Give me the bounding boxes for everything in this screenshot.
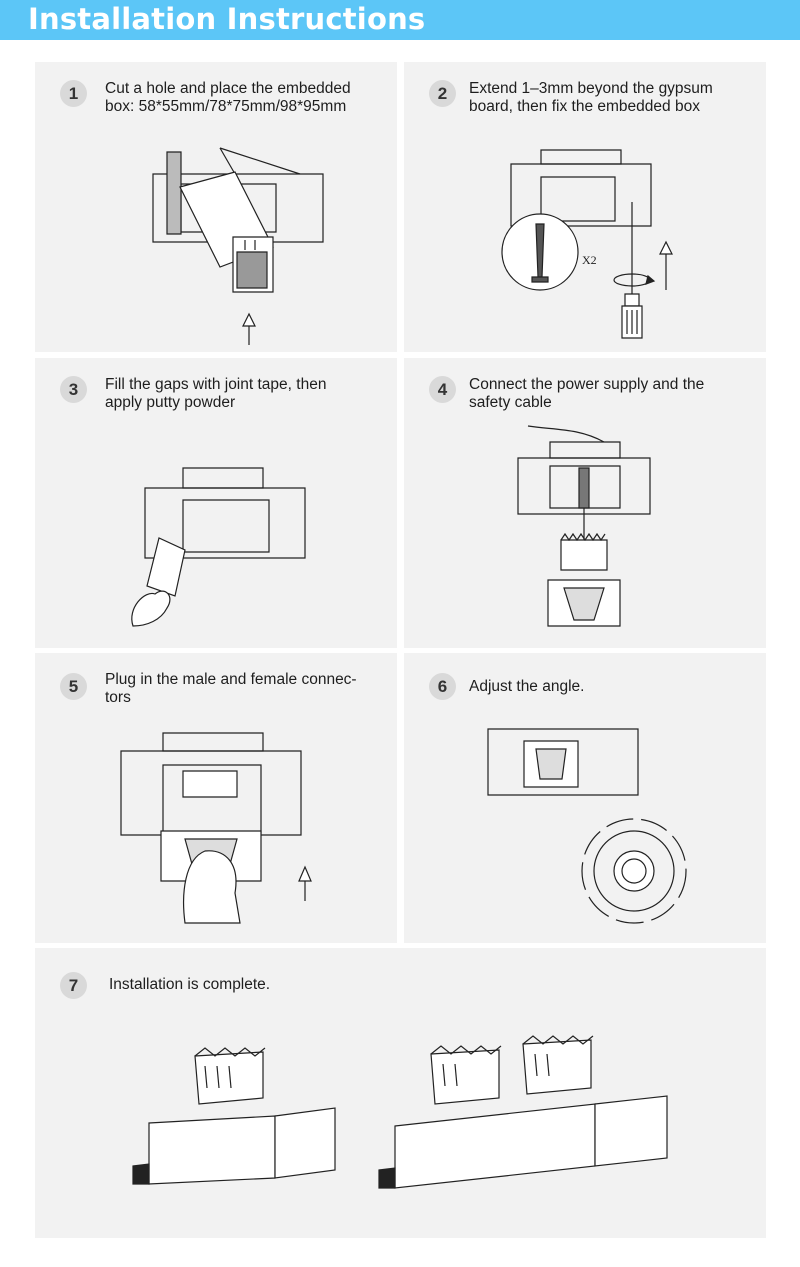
step-2-badge: 2 xyxy=(429,80,456,107)
step-3-illustration xyxy=(35,358,397,648)
step-5-badge: 5 xyxy=(60,673,87,700)
step-5-text: Plug in the male and female connec-tors xyxy=(105,671,357,706)
hand-icon xyxy=(132,591,170,626)
arrow-up-icon xyxy=(299,867,311,901)
step-6-text: Adjust the angle. xyxy=(469,678,585,695)
spotlight-icon xyxy=(379,1036,667,1188)
step-7-panel: 7 Installation is complete. xyxy=(35,948,766,1238)
spotlight-icon xyxy=(548,534,620,626)
step-6-panel: 6 Adjust the angle. xyxy=(404,653,766,943)
step-4-illustration xyxy=(404,358,766,648)
step-5-illustration xyxy=(35,653,397,943)
step-7-text: Installation is complete. xyxy=(109,976,271,993)
step-3-badge: 3 xyxy=(60,376,87,403)
step-2-x2-label: X2 xyxy=(582,253,597,267)
arrow-up-icon xyxy=(243,314,255,345)
step-4-badge: 4 xyxy=(429,376,456,403)
step-7-illustration xyxy=(35,948,766,1238)
spotlight-icon xyxy=(524,741,578,787)
step-7-badge: 7 xyxy=(60,972,87,999)
step-6-badge: 6 xyxy=(429,673,456,700)
step-1-illustration xyxy=(35,62,397,352)
spotlight-icon xyxy=(133,1048,335,1184)
step-1-badge: 1 xyxy=(60,80,87,107)
rotate-icon xyxy=(614,274,654,286)
hand-icon xyxy=(184,851,240,923)
arrow-up-icon xyxy=(660,242,672,290)
putty-knife-icon xyxy=(147,538,185,596)
screw-icon xyxy=(532,224,548,282)
page-title: Installation Instructions xyxy=(28,2,426,36)
step-5-panel: 5 Plug in the male and female connec-tor… xyxy=(35,653,397,943)
header-banner: Installation Instructions xyxy=(0,0,800,40)
step-6-illustration xyxy=(404,653,766,943)
screwdriver-icon xyxy=(622,202,642,338)
step-2-illustration: X2 xyxy=(404,62,766,352)
